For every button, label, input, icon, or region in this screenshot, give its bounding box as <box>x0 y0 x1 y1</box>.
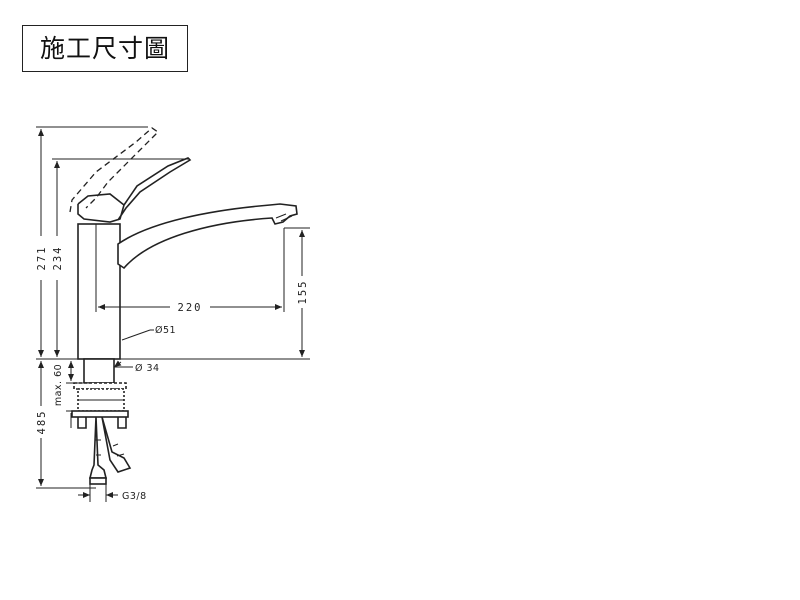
dim-body-diameter: Ø51 <box>155 325 176 336</box>
mount-shank <box>83 358 115 384</box>
dim-hole-diameter: Ø 34 <box>135 363 160 374</box>
dim-hose-length: 485 <box>36 410 48 435</box>
mount-ring <box>73 382 127 390</box>
mount-plate <box>71 410 129 418</box>
dim-total-height: 271 <box>36 246 48 271</box>
dim-connection: G3/8 <box>122 491 147 502</box>
drawing-title: 施工尺寸圖 <box>22 25 188 72</box>
dim-spout-height: 155 <box>297 280 309 305</box>
dim-lever-height: 234 <box>52 246 64 271</box>
faucet-body <box>77 223 121 360</box>
spout <box>117 203 298 270</box>
lever-alt-position-dashed <box>69 127 160 213</box>
lever-handle <box>77 157 192 223</box>
hose-right <box>101 416 132 473</box>
dim-spout-reach: 220 <box>178 302 203 314</box>
dim-max-thickness: max. 60 <box>53 364 64 406</box>
